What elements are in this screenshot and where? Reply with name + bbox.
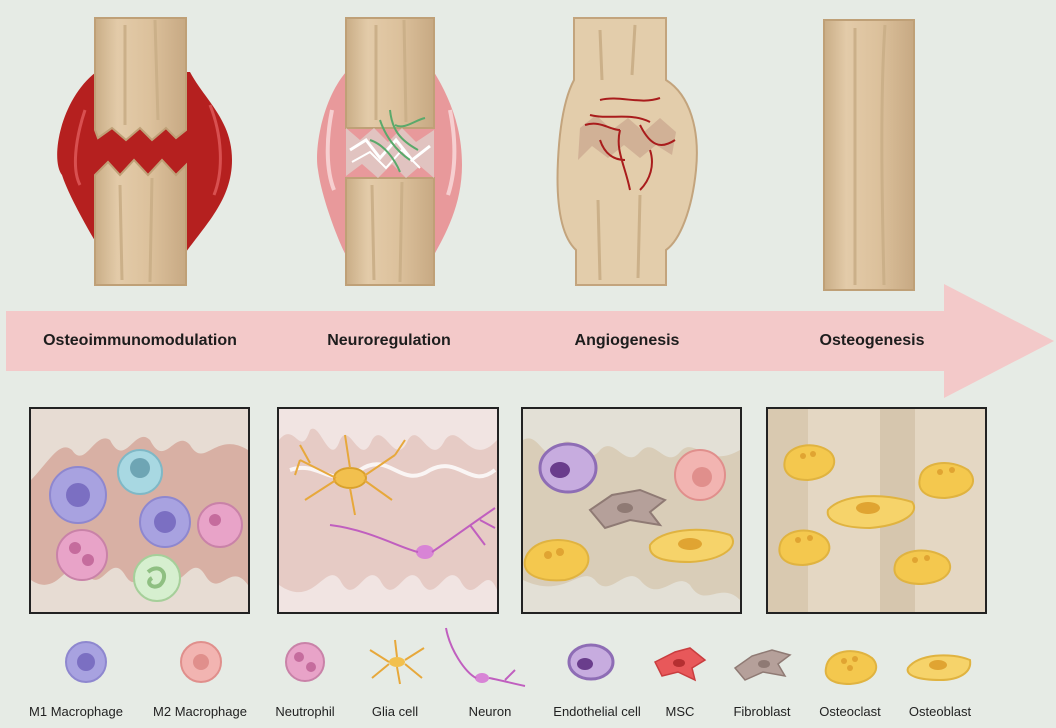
bone-hard-callus-illustration	[558, 18, 697, 285]
panel-osteogenesis	[767, 408, 986, 613]
bone-soft-callus-illustration	[317, 18, 462, 285]
osteoblast-icon	[908, 655, 971, 680]
stage-label-osteoimmunomodulation: Osteoimmunomodulation	[43, 332, 237, 350]
legend-label-endothelial-cell: Endothelial cell	[553, 704, 640, 719]
legend-label-osteoblast: Osteoblast	[909, 704, 971, 719]
legend-label-fibroblast: Fibroblast	[733, 704, 790, 719]
m2-macrophage-icon	[181, 642, 221, 682]
neutrophil-icon	[286, 643, 324, 681]
msc-icon	[655, 648, 705, 680]
osteoclast-icon	[826, 651, 877, 684]
stage-label-angiogenesis: Angiogenesis	[575, 332, 680, 350]
legend-label-m1-macrophage: M1 Macrophage	[29, 704, 123, 719]
panel-neuroregulation	[278, 408, 498, 613]
bone-healed-illustration	[824, 20, 914, 290]
panel-angiogenesis	[522, 408, 741, 613]
neuron-icon	[446, 628, 525, 686]
glia-cell-icon	[370, 640, 424, 684]
endothelial-cell-icon	[569, 645, 613, 679]
fibroblast-icon	[735, 650, 790, 680]
legend-label-neutrophil: Neutrophil	[275, 704, 334, 719]
legend-label-osteoclast: Osteoclast	[819, 704, 880, 719]
m1-macrophage-icon	[66, 642, 106, 682]
stage-label-neuroregulation: Neuroregulation	[327, 332, 451, 350]
legend-label-msc: MSC	[666, 704, 695, 719]
stage-label-osteogenesis: Osteogenesis	[820, 332, 925, 350]
bone-hematoma-illustration	[57, 18, 232, 285]
legend-label-neuron: Neuron	[469, 704, 512, 719]
panel-osteoimmunomodulation	[30, 408, 249, 613]
legend-label-m2-macrophage: M2 Macrophage	[153, 704, 247, 719]
legend-label-glia-cell: Glia cell	[372, 704, 418, 719]
